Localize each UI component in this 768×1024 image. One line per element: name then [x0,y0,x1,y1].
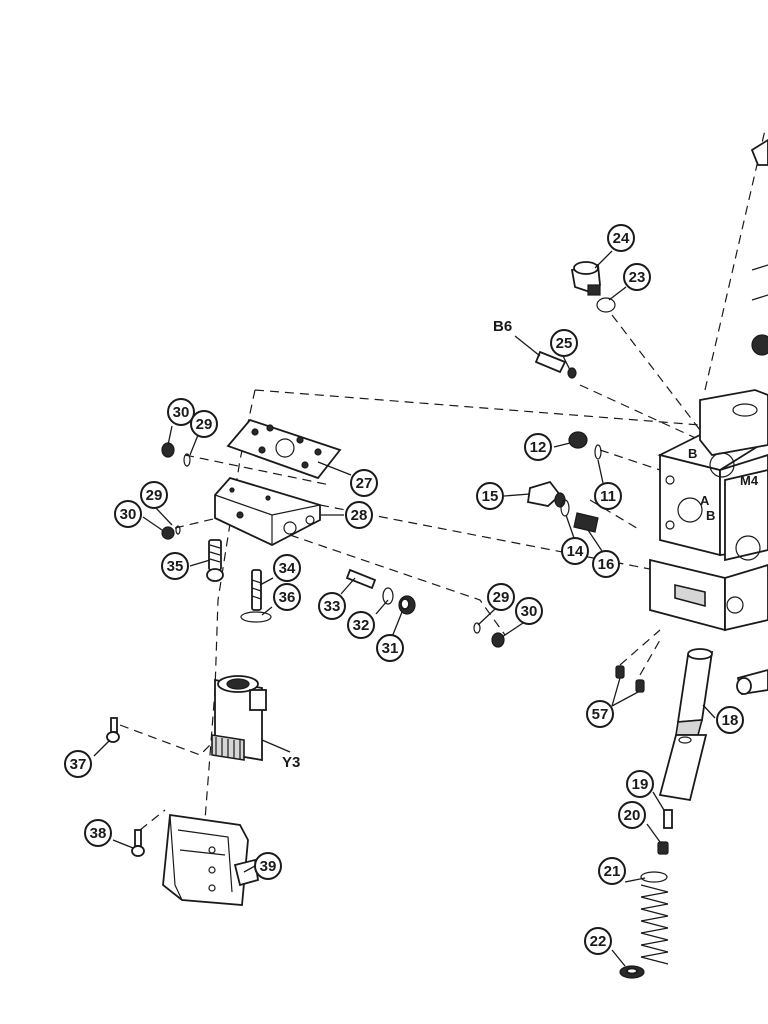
svg-text:31: 31 [382,640,399,657]
svg-text:30: 30 [521,603,538,620]
svg-text:18: 18 [722,712,739,729]
svg-text:29: 29 [196,416,213,433]
callout-34: 34 [273,554,301,582]
callout-30-right: 30 [515,597,543,625]
block-marking-b: B [706,508,715,523]
plugs-57 [615,665,645,693]
block-marking-a: A [700,493,710,508]
screw-35 [206,539,224,582]
svg-text:25: 25 [556,335,573,352]
callout-28: 28 [345,501,373,529]
callout-29-mid-left: 29 [140,481,168,509]
svg-text:30: 30 [173,404,190,421]
block-marking-b-side: B [688,446,697,461]
block-marking-m4: M4 [740,473,759,488]
bolt-right [736,669,768,696]
callout-32: 32 [347,611,375,639]
callout-37: 37 [64,750,92,778]
callout-33: 33 [318,592,346,620]
svg-text:57: 57 [592,706,609,723]
svg-text:37: 37 [70,756,87,773]
svg-text:29: 29 [493,589,510,606]
svg-text:38: 38 [90,825,107,842]
svg-text:39: 39 [260,858,277,875]
callout-25: 25 [550,329,578,357]
plug-15-14-16 [526,480,599,533]
spool-18 [658,648,714,802]
callout-24: 24 [607,224,635,252]
callout-35: 35 [161,552,189,580]
callout-20: 20 [618,801,646,829]
plug-30-29-left [161,442,191,540]
fitting-b6-25 [534,350,577,379]
svg-text:16: 16 [598,556,615,573]
callout-29-top-left: 29 [190,410,218,438]
plug-12-11 [568,431,602,460]
svg-text:27: 27 [356,475,373,492]
svg-text:23: 23 [629,269,646,286]
callout-14: 14 [561,537,589,565]
label-y3: Y3 [282,754,300,771]
callout-23: 23 [623,263,651,291]
callout-38: 38 [84,819,112,847]
callout-18: 18 [716,706,744,734]
callout-27: 27 [350,469,378,497]
svg-text:15: 15 [482,488,499,505]
oring-36 [240,611,272,623]
plug-30-29-right [473,622,505,648]
callout-19: 19 [626,770,654,798]
svg-text:14: 14 [567,543,584,560]
svg-text:35: 35 [167,558,184,575]
callout-30-mid-left: 30 [114,500,142,528]
screw-37 [106,717,120,743]
main-valve-block: A B M4 B [649,389,768,632]
spring-21 [640,871,669,965]
gasket-27 [226,418,342,480]
callout-31: 31 [376,634,404,662]
pin-19-20 [657,809,673,855]
plug-24-23 [570,261,616,313]
callout-39: 39 [254,852,282,880]
label-b6: B6 [493,318,512,335]
svg-text:22: 22 [590,933,607,950]
valve-34 [251,569,262,611]
washer-22 [619,965,645,979]
svg-text:34: 34 [279,560,296,577]
callout-21: 21 [598,857,626,885]
solenoid-y3 [211,675,267,762]
callout-57: 57 [586,700,614,728]
svg-text:21: 21 [604,863,621,880]
svg-text:32: 32 [353,617,370,634]
svg-text:29: 29 [146,487,163,504]
svg-text:24: 24 [613,230,630,247]
svg-text:20: 20 [624,807,641,824]
callout-11: 11 [594,482,622,510]
callout-15: 15 [476,482,504,510]
leader-lines [93,250,716,967]
svg-text:28: 28 [351,507,368,524]
svg-text:33: 33 [324,598,341,615]
svg-text:12: 12 [530,439,547,456]
svg-text:30: 30 [120,506,137,523]
callout-30-top-left: 30 [167,398,195,426]
callout-12: 12 [524,433,552,461]
bracket-39 [162,813,260,906]
svg-text:19: 19 [632,776,649,793]
callout-16: 16 [592,550,620,578]
plate-block-28 [214,476,321,547]
insert-33-32-31 [345,568,416,615]
top-parts [750,138,768,356]
callout-22: 22 [584,927,612,955]
svg-text:11: 11 [600,488,616,505]
callout-36: 36 [273,583,301,611]
svg-text:36: 36 [279,589,296,606]
callout-29-right: 29 [487,583,515,611]
screw-38 [131,829,145,857]
